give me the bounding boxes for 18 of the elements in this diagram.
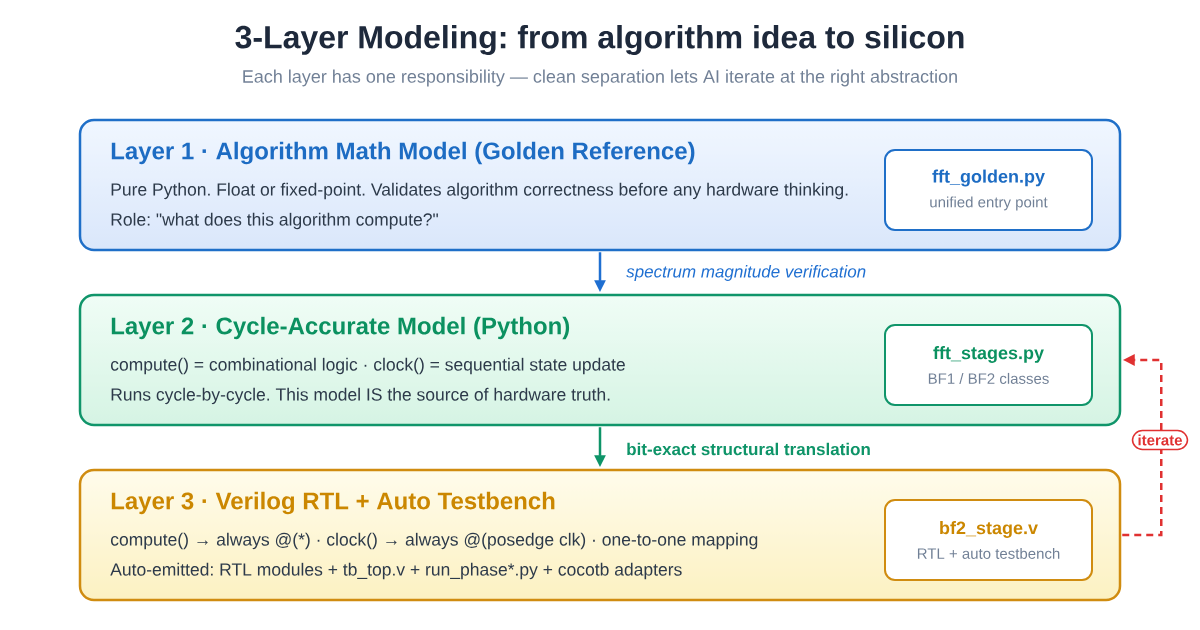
layer-heading: Layer 3 · Verilog RTL + Auto Testbench [111, 491, 555, 515]
arrow [1122, 354, 1163, 537]
file-card: fft_stages.py BF1 / BF2 classes [884, 324, 1093, 406]
layer-heading: Layer 1 · Algorithm Math Model (Golden Reference) [111, 141, 695, 165]
body-text: compute() = combinational logic · clock() = sequential state update [110, 357, 625, 375]
body-text: Pure Python. Float or fixed-point. Validates algorithm correctness before any hardware thinking. [111, 182, 848, 200]
body-text: compute() → always @(*) · clock() → always @(posedge clk) · one-to-one mapping [110, 532, 758, 550]
file-card: bf2_stage.v RTL + auto testbench [884, 499, 1093, 581]
edge-label: spectrum magnitude verification [625, 264, 868, 282]
body-text: Runs cycle-by-cycle. This model IS the source of hardware truth. [111, 387, 610, 405]
edge-label: bit-exact structural translation [625, 441, 872, 457]
subtitle: Each layer has one responsibility — clean separation lets AI iterate at the right abstraction [243, 69, 957, 87]
title: 3-Layer Modeling: from algorithm idea to silicon [235, 25, 964, 55]
layer-heading: Layer 2 · Cycle-Accurate Model (Python) [111, 316, 570, 340]
body-text: Role: "what does this algorithm compute?" [111, 212, 438, 230]
body-text: Auto-emitted: RTL modules + tb_top.v + run_phase*.py + cocotb adapters [110, 562, 682, 580]
file-card: fft_golden.py unified entry point [884, 149, 1093, 231]
edge-label: iterate [1131, 429, 1189, 451]
